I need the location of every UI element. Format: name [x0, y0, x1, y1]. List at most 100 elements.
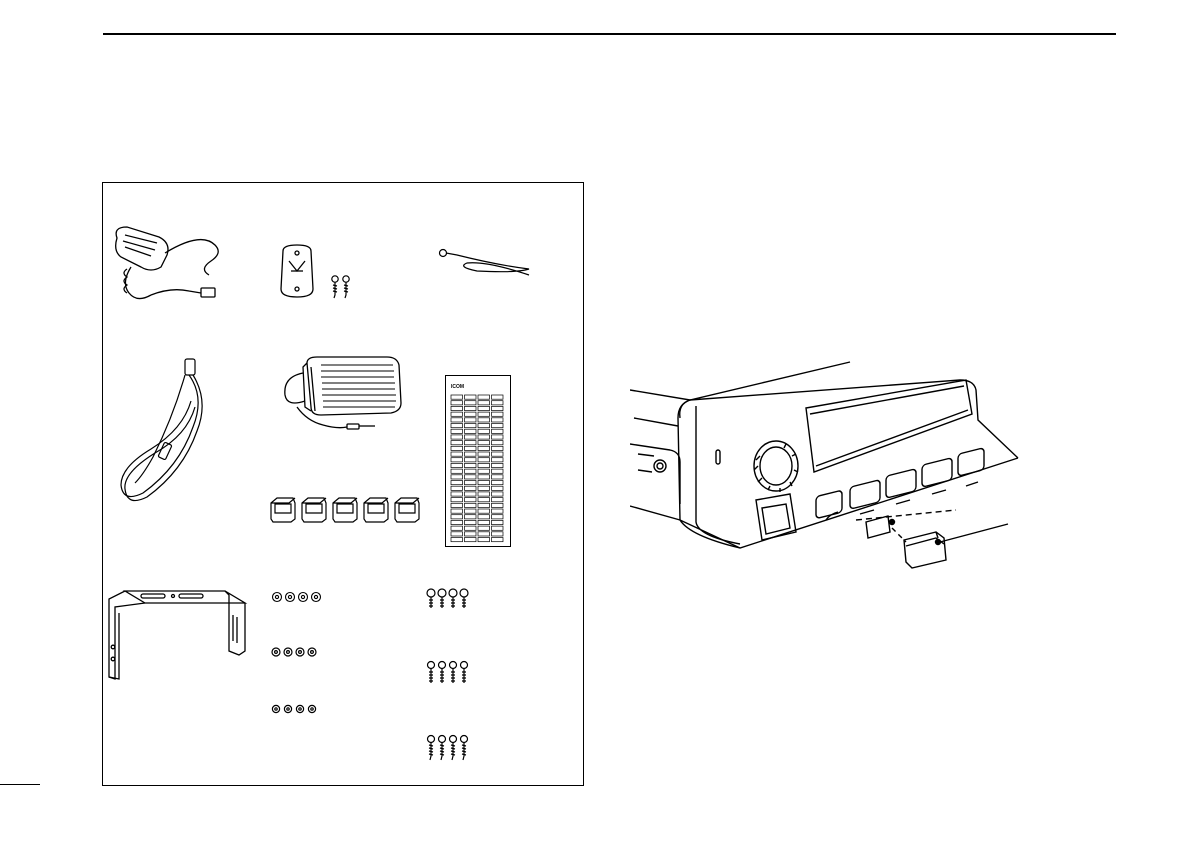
- label-cell: [478, 481, 490, 485]
- label-cell: [478, 463, 490, 467]
- label-cell: [451, 520, 463, 524]
- label-cell: [451, 452, 463, 456]
- label-cell: [465, 452, 477, 456]
- label-cell: [465, 458, 477, 462]
- label-cell: [465, 401, 477, 405]
- label-cell: [478, 492, 490, 496]
- label-cell: [465, 429, 477, 433]
- label-cell: [492, 441, 504, 445]
- label-cell: [478, 441, 490, 445]
- label-cell: [492, 481, 504, 485]
- label-cell: [478, 412, 490, 416]
- label-cell: [451, 395, 463, 399]
- label-cell: [465, 520, 477, 524]
- header-rule: [103, 33, 1116, 35]
- label-cell: [451, 424, 463, 428]
- dc-power-cable-icon: [113, 357, 223, 507]
- self-tapping-screw-icon: [426, 735, 476, 761]
- hand-microphone-icon: [111, 223, 241, 308]
- label-cell: [492, 509, 504, 513]
- screw-icon: [329, 275, 359, 299]
- label-cell: [478, 446, 490, 450]
- label-cell: [492, 401, 504, 405]
- label-cell: [478, 406, 490, 410]
- label-cell: [478, 486, 490, 490]
- spring-washer-icon: [271, 646, 321, 658]
- key-caps-icon: [269, 495, 429, 525]
- label-cell: [478, 429, 490, 433]
- label-cell: [492, 515, 504, 519]
- label-cell: [465, 526, 477, 530]
- label-cell: [478, 418, 490, 422]
- label-cell: [478, 435, 490, 439]
- page-edge-rule: [0, 784, 40, 785]
- label-cell: [451, 401, 463, 405]
- key-cap: [395, 498, 419, 522]
- label-cell: [492, 424, 504, 428]
- label-cell: [478, 509, 490, 513]
- label-cell: [492, 475, 504, 479]
- label-cell: [492, 526, 504, 530]
- label-cell: [451, 429, 463, 433]
- label-cell: [451, 486, 463, 490]
- label-cell: [465, 503, 477, 507]
- label-cell: [465, 481, 477, 485]
- label-sheet-logo: ICOM: [451, 384, 464, 390]
- label-cell: [492, 520, 504, 524]
- label-cell: [451, 412, 463, 416]
- label-cell: [451, 469, 463, 473]
- label-cell: [465, 475, 477, 479]
- label-cell: [492, 418, 504, 422]
- label-cell: [492, 412, 504, 416]
- label-cell: [465, 492, 477, 496]
- label-cell: [492, 435, 504, 439]
- label-cell: [492, 538, 504, 542]
- label-cell: [451, 481, 463, 485]
- label-cell: [492, 458, 504, 462]
- label-cell: [465, 406, 477, 410]
- label-cell: [478, 458, 490, 462]
- key-cap: [302, 498, 326, 522]
- label-cell: [451, 475, 463, 479]
- label-cell: [451, 532, 463, 536]
- label-cell: [478, 475, 490, 479]
- label-cell: [465, 418, 477, 422]
- label-cell: [492, 395, 504, 399]
- external-speaker-icon: [277, 355, 407, 445]
- ground-wire-icon: [437, 241, 537, 286]
- label-cell: [492, 503, 504, 507]
- label-cell: [492, 492, 504, 496]
- label-cell: [451, 441, 463, 445]
- label-cell: [451, 435, 463, 439]
- nut-icon: [271, 703, 321, 715]
- label-cell: [451, 492, 463, 496]
- label-cell: [492, 532, 504, 536]
- label-cell: [451, 515, 463, 519]
- label-cell: [465, 441, 477, 445]
- label-cell: [465, 486, 477, 490]
- label-cell: [451, 503, 463, 507]
- mounting-bracket-icon: [105, 585, 250, 685]
- label-cell: [465, 469, 477, 473]
- label-cell: [478, 452, 490, 456]
- label-cell: [465, 509, 477, 513]
- key-cap: [333, 498, 357, 522]
- label-cell: [492, 486, 504, 490]
- radio-key-cap-installation-icon: [630, 360, 1030, 580]
- label-cell: [451, 418, 463, 422]
- label-cell: [492, 429, 504, 433]
- label-cell: [478, 395, 490, 399]
- label-cell: [451, 463, 463, 467]
- supplied-accessories-panel: ICOM: [102, 182, 584, 786]
- label-cell: [465, 412, 477, 416]
- label-cell: [465, 395, 477, 399]
- label-cell: [478, 401, 490, 405]
- label-cell: [478, 532, 490, 536]
- label-cell: [492, 463, 504, 467]
- label-cell: [478, 503, 490, 507]
- machine-screw-icon: [426, 661, 476, 685]
- label-cell: [492, 406, 504, 410]
- label-cell: [451, 458, 463, 462]
- flat-washer-icon: [271, 591, 331, 603]
- label-cell: [478, 469, 490, 473]
